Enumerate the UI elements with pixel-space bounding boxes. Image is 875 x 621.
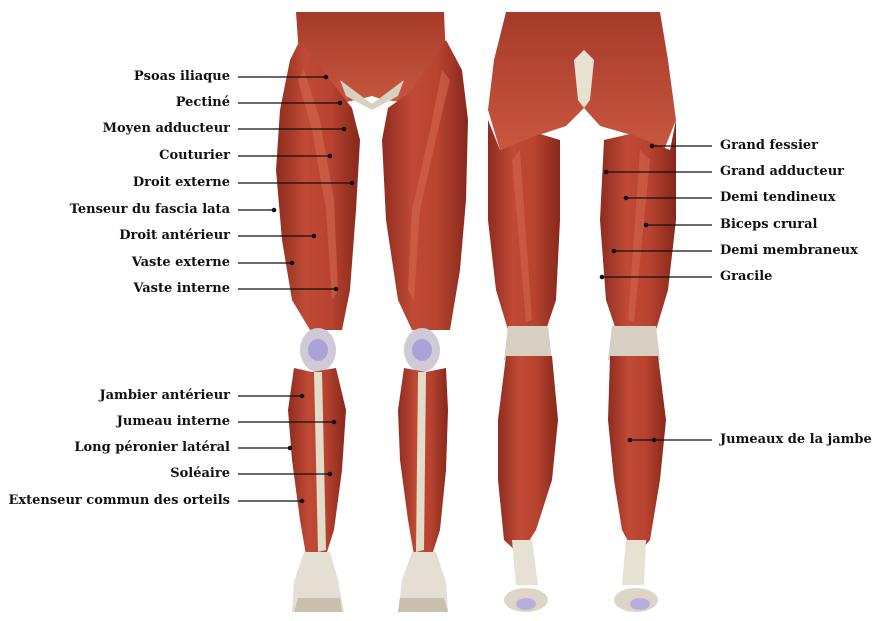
leader-dot-left-0	[324, 75, 329, 80]
label-right-2: Demi tendineux	[720, 190, 835, 206]
leader-dot-left-8	[334, 287, 339, 292]
label-left-0: Psoas iliaque	[134, 69, 230, 85]
leader-dot-left-9	[300, 394, 305, 399]
label-left-6: Droit antérieur	[119, 228, 230, 244]
leader-dot-left-4	[350, 181, 355, 186]
label-right-1: Grand adducteur	[720, 164, 844, 180]
label-left-10: Jumeau interne	[117, 414, 230, 430]
label-left-11: Long péronier latéral	[74, 440, 230, 456]
leader-dot-left-2	[342, 127, 347, 132]
leader-dot-left-13	[300, 499, 305, 504]
leader-dot-right-6	[628, 438, 633, 443]
label-left-3: Couturier	[159, 148, 230, 164]
leader-dot-left-5	[272, 208, 277, 213]
label-right-6: Jumeaux de la jambe	[720, 432, 872, 448]
label-left-8: Vaste interne	[133, 281, 230, 297]
leader-dot-left-6	[312, 234, 317, 239]
back-calf-right	[498, 356, 558, 555]
leader-dot-right-5	[600, 275, 605, 280]
leader-dot-right-1	[604, 170, 609, 175]
front-view	[276, 12, 468, 612]
leader-dot-right-3	[644, 223, 649, 228]
leader-dot-right-4	[612, 249, 617, 254]
leader-dot-right-extra	[652, 438, 657, 443]
leader-dot-left-3	[328, 154, 333, 159]
back-calf-left	[608, 356, 666, 556]
back-view	[488, 12, 676, 612]
label-right-5: Gracile	[720, 269, 772, 285]
leader-dot-left-12	[328, 472, 333, 477]
label-left-2: Moyen adducteur	[103, 121, 230, 137]
leader-dot-left-11	[288, 446, 293, 451]
label-left-1: Pectiné	[176, 95, 230, 111]
label-left-5: Tenseur du fascia lata	[70, 202, 230, 218]
label-right-3: Biceps crural	[720, 217, 817, 233]
leader-dot-left-1	[338, 101, 343, 106]
label-left-4: Droit externe	[133, 175, 230, 191]
label-left-13: Extenseur commun des orteils	[8, 493, 230, 509]
label-left-12: Soléaire	[170, 466, 230, 482]
leader-dot-left-7	[290, 261, 295, 266]
label-left-7: Vaste externe	[132, 255, 230, 271]
leader-dot-right-0	[650, 144, 655, 149]
leader-dot-right-2	[624, 196, 629, 201]
label-right-4: Demi membraneux	[720, 243, 858, 259]
label-left-9: Jambier antérieur	[99, 388, 230, 404]
leader-dot-left-10	[332, 420, 337, 425]
label-right-0: Grand fessier	[720, 138, 818, 154]
